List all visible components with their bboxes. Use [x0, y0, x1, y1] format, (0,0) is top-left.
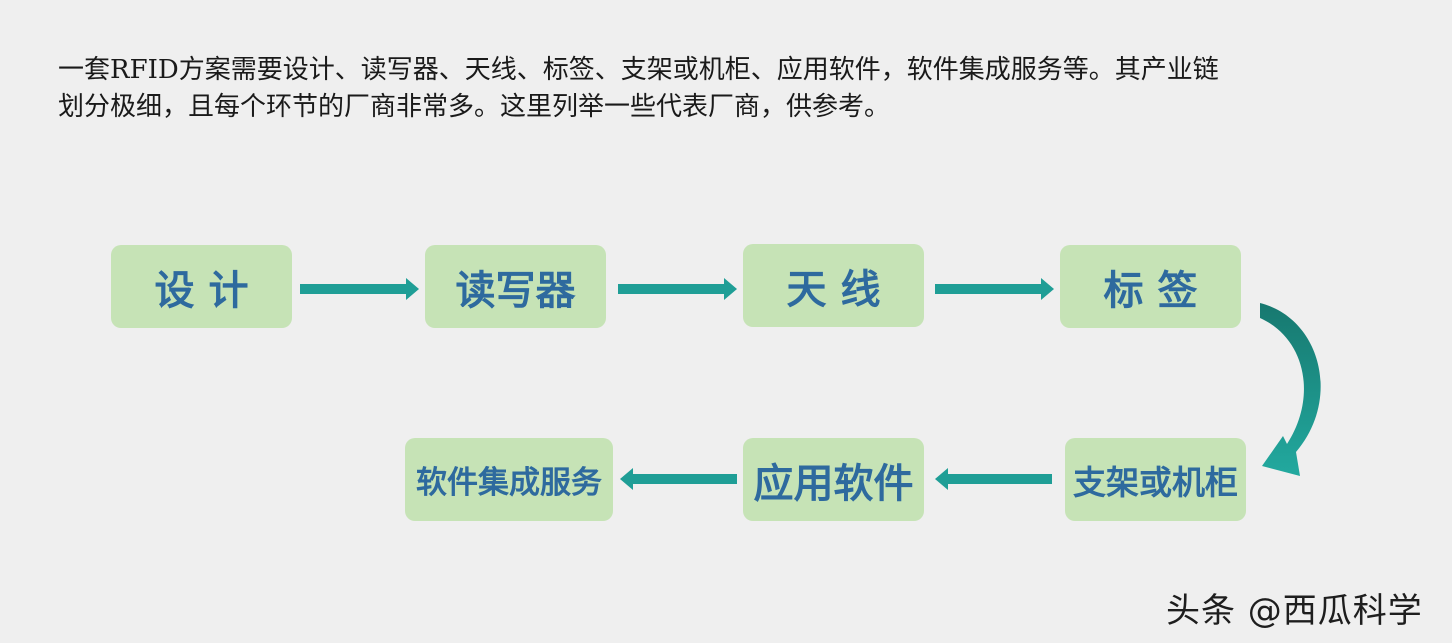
- step-antenna-label: 天 线: [786, 266, 881, 313]
- step-reader: 读写器: [425, 245, 606, 328]
- curved-arrow-tag-to-rack: [1260, 303, 1321, 476]
- intro-paragraph: 一套RFID方案需要设计、读写器、天线、标签、支架或机柜、应用软件，软件集成服务…: [58, 52, 1408, 126]
- arrow-app-to-integration: [620, 468, 737, 490]
- watermark: 头条 @西瓜科学: [1166, 591, 1423, 631]
- step-application-label: 应用软件: [753, 460, 914, 507]
- step-rack: 支架或机柜: [1065, 438, 1246, 521]
- intro-line-1: 一套RFID方案需要设计、读写器、天线、标签、支架或机柜、应用软件，软件集成服务…: [58, 55, 1219, 85]
- step-tag-label: 标 签: [1103, 267, 1198, 314]
- arrow-design-to-reader: [300, 278, 419, 300]
- step-tag: 标 签: [1060, 245, 1241, 328]
- step-design: 设 计: [111, 245, 292, 328]
- step-rack-label: 支架或机柜: [1073, 462, 1238, 502]
- intro-line-2: 划分极细，且每个环节的厂商非常多。这里列举一些代表厂商，供参考。: [58, 92, 891, 122]
- arrow-reader-to-antenna: [618, 278, 737, 300]
- step-integration-label: 软件集成服务: [416, 465, 602, 501]
- step-antenna: 天 线: [743, 244, 924, 327]
- step-integration: 软件集成服务: [405, 438, 613, 521]
- step-application: 应用软件: [743, 438, 924, 521]
- step-reader-label: 读写器: [455, 267, 576, 314]
- arrow-antenna-to-tag: [935, 278, 1054, 300]
- arrow-rack-to-app: [935, 468, 1052, 490]
- step-design-label: 设 计: [154, 267, 249, 314]
